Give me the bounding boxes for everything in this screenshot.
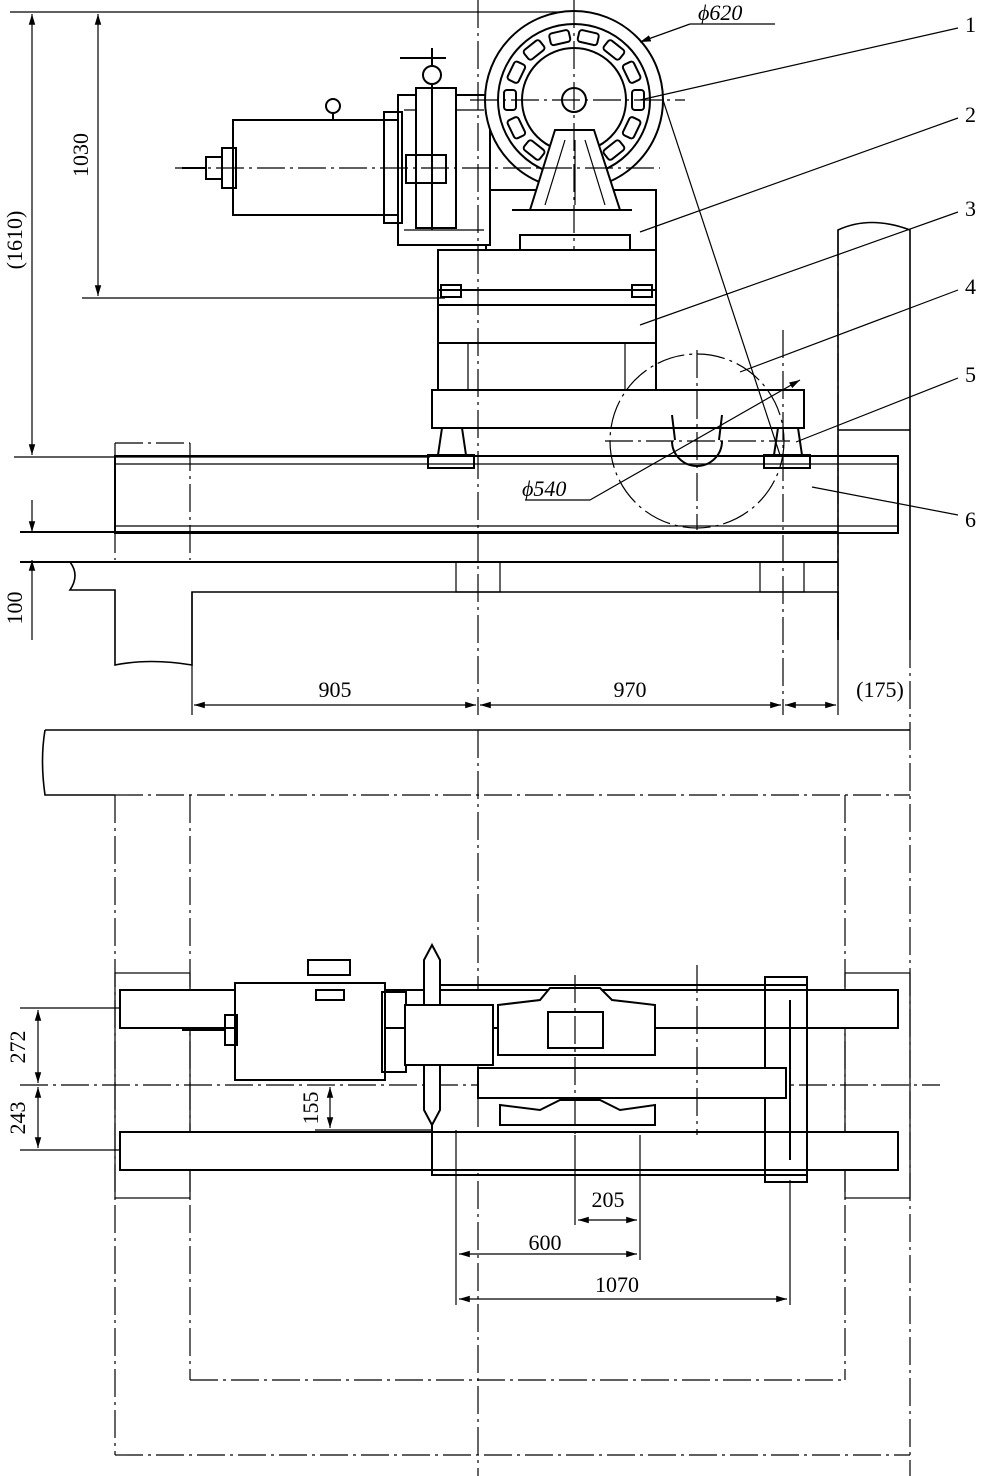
sheave-slot [506,60,527,84]
callout-2: 2 [965,102,976,127]
steel-beam [114,442,899,560]
plan-floor [20,729,940,1476]
sheave-slot [602,39,626,61]
brake [400,48,457,230]
plan-gearbox [477,965,787,1135]
dim-machine-height: 1030 [68,133,93,177]
bed-plate [431,249,805,429]
plan-motor [182,959,407,1081]
plan-brake [404,942,494,1128]
sheave-slot [548,29,572,47]
vertical-dimensions [10,11,560,640]
sheave-slot [576,29,600,47]
dim-total-height: (1610) [2,211,27,270]
sheave-slot [522,139,546,161]
plan-dim-upper: 272 [5,1031,30,1064]
dim-middle-span: 970 [614,677,647,702]
plan-vertical-dimensions [20,1007,432,1151]
sheave-slot [602,139,626,161]
sheave-slots [503,29,645,171]
callout-3: 3 [965,196,976,221]
deflector-diameter-label: ϕ540 [522,476,566,501]
plan-dim-lower: 243 [5,1102,30,1135]
callout-1: 1 [965,12,976,37]
sheave-slot [621,60,642,84]
shaft-wall [837,221,911,640]
plan-dim-1070: 1070 [595,1272,639,1297]
plan-dim-600: 600 [529,1230,562,1255]
plan-view: 272 243 155 205 600 1070 [5,729,940,1476]
plan-horizontal-dimensions [455,1130,791,1305]
floor-slab [20,531,839,715]
sheave-diameter-label: ϕ620 [698,0,742,25]
plan-dim-offset: 155 [298,1092,323,1125]
callout-4: 4 [965,274,976,299]
callout-leaders [639,27,959,516]
dim-left-span: 905 [319,677,352,702]
sheave-slot [522,39,546,61]
motor [182,98,403,224]
sheave-slot [506,116,527,140]
sheave-slot [621,116,642,140]
horizontal-dimensions [194,640,839,715]
plan-dim-205: 205 [592,1187,625,1212]
dim-beam-height: 100 [2,592,27,625]
diameter-leaders [525,23,801,501]
callout-5: 5 [965,362,976,387]
callout-6: 6 [965,507,976,532]
dim-right-span: (175) [856,677,904,702]
